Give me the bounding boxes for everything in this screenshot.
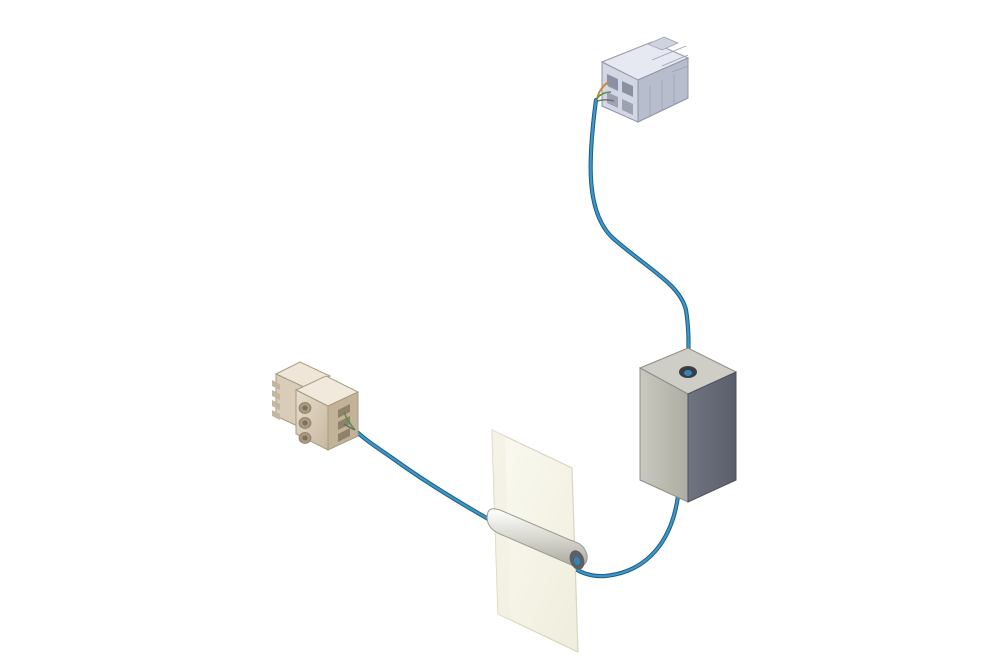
connector-top (595, 36, 690, 123)
label-sleeve (486, 508, 588, 568)
ferrite-core (638, 347, 738, 503)
cable-segment-top (588, 97, 691, 375)
cable-segment-middle (571, 493, 681, 579)
cable (352, 97, 691, 579)
connector-pins (272, 380, 280, 420)
cable-segment-bottom (352, 427, 493, 523)
connector-bottom (272, 361, 360, 451)
label-tag (486, 429, 588, 653)
